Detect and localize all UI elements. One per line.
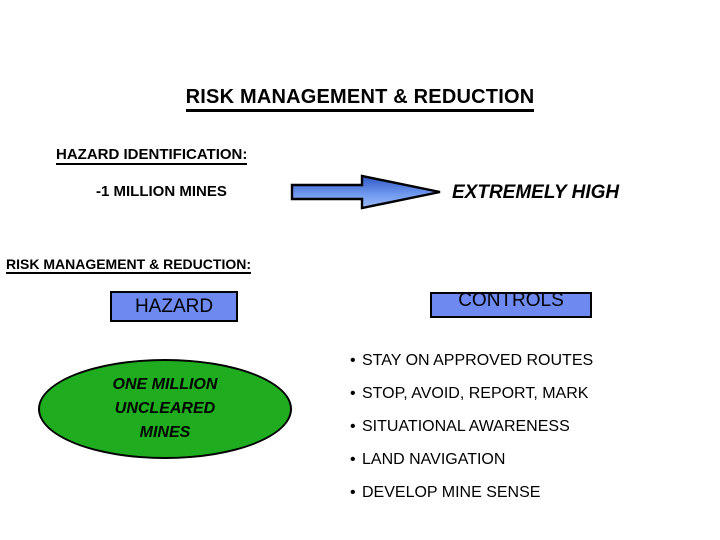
page-title: RISK MANAGEMENT & REDUCTION	[0, 86, 720, 112]
list-item-label: LAND NAVIGATION	[362, 451, 506, 468]
list-item: • SITUATIONAL AWARENESS	[350, 410, 690, 443]
list-item-label: STOP, AVOID, REPORT, MARK	[362, 385, 589, 402]
hazard-ellipse-line-3: MINES	[139, 424, 191, 441]
section-heading-hazard-identification-text: HAZARD IDENTIFICATION:	[56, 146, 248, 165]
list-item-label: SITUATIONAL AWARENESS	[362, 418, 570, 435]
right-arrow-icon	[288, 172, 444, 212]
bullet-icon: •	[350, 352, 356, 369]
section-heading-hazard-identification: HAZARD IDENTIFICATION:	[56, 146, 248, 165]
bullet-icon: •	[350, 451, 356, 468]
section-heading-risk-management-reduction-text: RISK MANAGEMENT & REDUCTION:	[6, 256, 251, 274]
bullet-icon: •	[350, 385, 356, 402]
hazard-ellipse: ONE MILLION UNCLEARED MINES	[38, 359, 292, 459]
list-item-label: STAY ON APPROVED ROUTES	[362, 352, 594, 369]
section-heading-risk-management-reduction: RISK MANAGEMENT & REDUCTION:	[6, 256, 251, 274]
list-item: • DEVELOP MINE SENSE	[350, 476, 690, 509]
list-item: • STAY ON APPROVED ROUTES	[350, 344, 690, 377]
hazard-ellipse-line-1: ONE MILLION	[112, 376, 218, 393]
page-title-text: RISK MANAGEMENT & REDUCTION	[185, 86, 535, 112]
hazard-ellipse-line-2: UNCLEARED	[114, 400, 216, 417]
bullet-icon: •	[350, 484, 356, 501]
list-item: • STOP, AVOID, REPORT, MARK	[350, 377, 690, 410]
hazard-item-mines-count: -1 MILLION MINES	[96, 183, 227, 200]
controls-list: • STAY ON APPROVED ROUTES • STOP, AVOID, R…	[350, 344, 690, 509]
column-header-controls: CONTROLS	[430, 291, 592, 318]
bullet-icon: •	[350, 418, 356, 435]
hazard-assessment-result: EXTREMELY HIGH	[452, 182, 620, 203]
list-item-label: DEVELOP MINE SENSE	[362, 484, 541, 501]
list-item: • LAND NAVIGATION	[350, 443, 690, 476]
column-header-hazard: HAZARD	[110, 291, 238, 322]
